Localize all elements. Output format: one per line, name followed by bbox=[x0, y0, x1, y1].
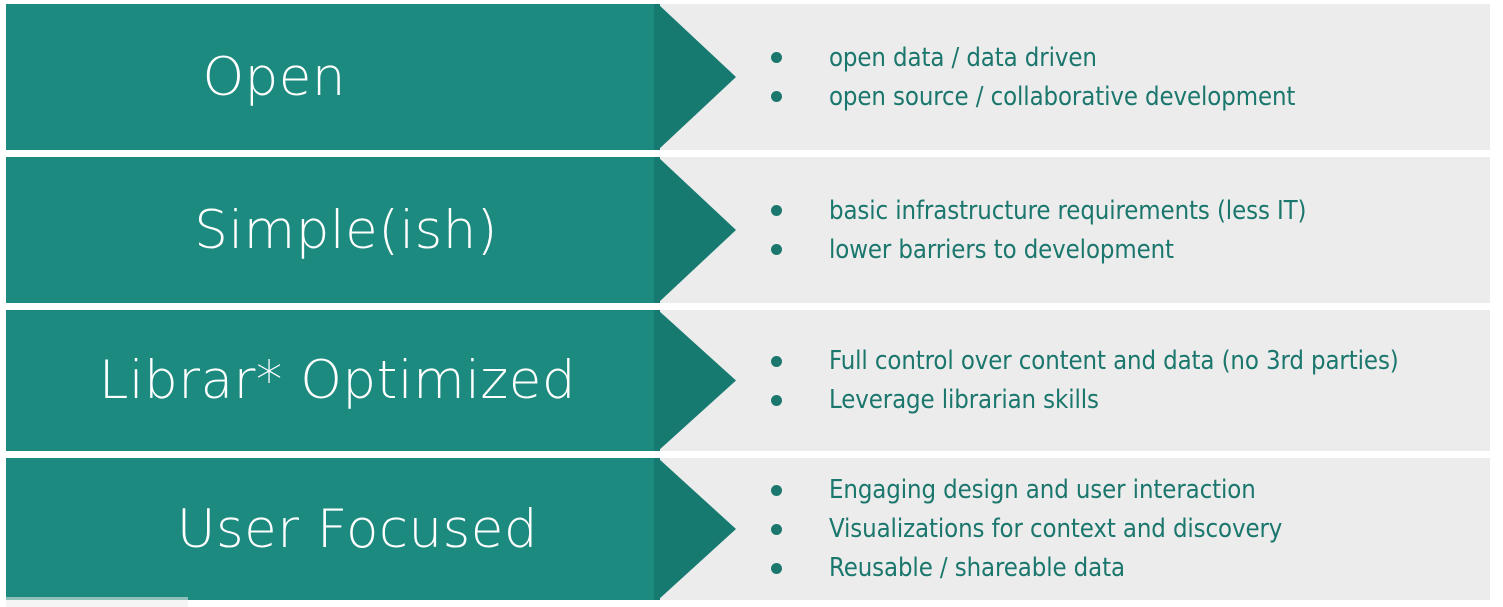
diagram-row-open: Open open data / data driven open source… bbox=[6, 4, 1490, 150]
bullet-text: Full control over content and data (no 3… bbox=[829, 346, 1399, 376]
bullet-dot-icon bbox=[771, 244, 782, 255]
diagram-row-library-optimized: Librar* Optimized Full control over cont… bbox=[6, 310, 1490, 451]
list-item: open data / data driven bbox=[759, 38, 1490, 77]
arrow-shape-open[interactable] bbox=[6, 4, 736, 150]
bullet-dot-icon bbox=[771, 394, 782, 406]
arrow-shape-simple[interactable] bbox=[6, 157, 736, 303]
list-item: lower barriers to development bbox=[759, 230, 1490, 269]
list-item: Reusable / shareable data bbox=[759, 549, 1490, 588]
bullet-text: Leverage librarian skills bbox=[829, 385, 1099, 415]
diagram-row-user-focused: User Focused Engaging design and user in… bbox=[6, 458, 1490, 600]
bullet-text: open source / collaborative development bbox=[829, 81, 1296, 112]
bullet-list-simple: basic infrastructure requirements (less … bbox=[759, 157, 1490, 303]
arrow-shape-user-focused[interactable] bbox=[6, 458, 736, 600]
diagram-row-simple: Simple(ish) basic infrastructure require… bbox=[6, 157, 1490, 303]
bullet-text: Reusable / shareable data bbox=[829, 553, 1125, 583]
bottom-edge-sliver bbox=[6, 597, 188, 607]
bullet-dot-icon bbox=[771, 523, 782, 535]
bullet-list-library-optimized: Full control over content and data (no 3… bbox=[759, 310, 1490, 451]
bullet-text: basic infrastructure requirements (less … bbox=[829, 195, 1307, 226]
bullet-text: lower barriers to development bbox=[829, 234, 1174, 265]
bullet-dot-icon bbox=[771, 91, 782, 102]
bullet-list-user-focused: Engaging design and user interaction Vis… bbox=[759, 458, 1490, 600]
bullet-text: open data / data driven bbox=[829, 42, 1097, 73]
list-item: open source / collaborative development bbox=[759, 77, 1490, 116]
list-item: Leverage librarian skills bbox=[759, 381, 1490, 420]
bullet-dot-icon bbox=[771, 484, 782, 496]
list-item: Visualizations for context and discovery bbox=[759, 510, 1490, 549]
bullet-dot-icon bbox=[771, 205, 782, 216]
bullet-dot-icon bbox=[771, 52, 782, 63]
bullet-text: Engaging design and user interaction bbox=[829, 475, 1256, 505]
bullet-text: Visualizations for context and discovery bbox=[829, 514, 1283, 544]
list-item: Full control over content and data (no 3… bbox=[759, 342, 1490, 381]
bullet-dot-icon bbox=[771, 562, 782, 574]
list-item: basic infrastructure requirements (less … bbox=[759, 191, 1490, 230]
list-item: Engaging design and user interaction bbox=[759, 471, 1490, 510]
bullet-list-open: open data / data driven open source / co… bbox=[759, 4, 1490, 150]
arrow-shape-library-optimized[interactable] bbox=[6, 310, 736, 451]
bullet-dot-icon bbox=[771, 355, 782, 367]
